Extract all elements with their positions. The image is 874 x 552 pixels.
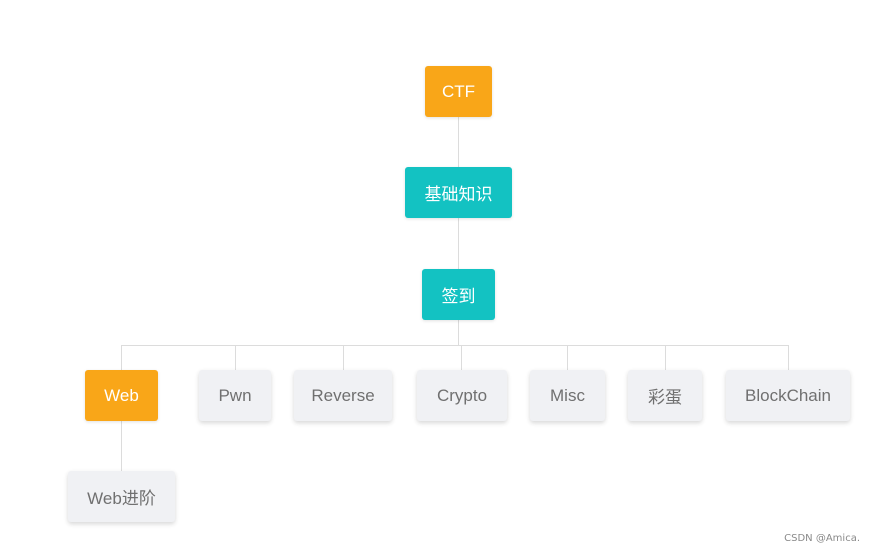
node-signin[interactable]: 签到 bbox=[422, 269, 495, 320]
watermark: CSDN @Amica. bbox=[784, 533, 860, 544]
node-reverse[interactable]: Reverse bbox=[294, 370, 392, 421]
connector-drop-pwn bbox=[235, 345, 236, 370]
node-basics[interactable]: 基础知识 bbox=[405, 167, 512, 218]
connector-drop-crypto bbox=[461, 345, 462, 370]
connector-signin-bus bbox=[458, 320, 459, 345]
connector-web-webadvanced bbox=[121, 421, 122, 471]
connector-drop-blockchain bbox=[788, 345, 789, 370]
node-caidan[interactable]: 彩蛋 bbox=[628, 370, 702, 421]
connector-drop-caidan bbox=[665, 345, 666, 370]
connector-basics-signin bbox=[458, 218, 459, 269]
node-ctf[interactable]: CTF bbox=[425, 66, 492, 117]
node-web[interactable]: Web bbox=[85, 370, 158, 421]
node-web-advanced[interactable]: Web进阶 bbox=[68, 471, 175, 522]
node-crypto[interactable]: Crypto bbox=[417, 370, 507, 421]
connector-drop-misc bbox=[567, 345, 568, 370]
node-misc[interactable]: Misc bbox=[530, 370, 605, 421]
node-blockchain[interactable]: BlockChain bbox=[726, 370, 850, 421]
connector-bus bbox=[121, 345, 789, 346]
node-pwn[interactable]: Pwn bbox=[199, 370, 271, 421]
connector-drop-reverse bbox=[343, 345, 344, 370]
connector-ctf-basics bbox=[458, 117, 459, 167]
connector-drop-web bbox=[121, 345, 122, 370]
